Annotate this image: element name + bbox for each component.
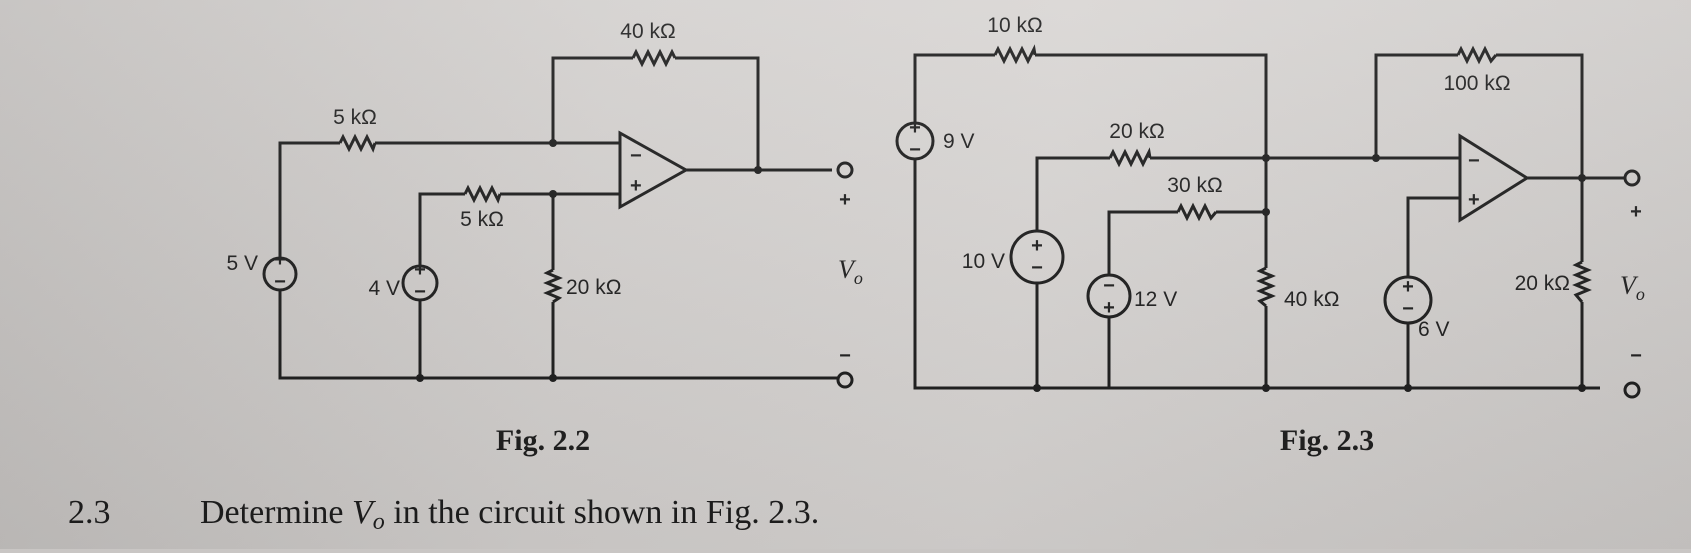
label-10k: 10 kΩ	[987, 14, 1042, 37]
voltage-source-5v: + −	[262, 249, 298, 293]
svg-text:−: −	[1402, 298, 1414, 320]
resistor-20k-load	[1572, 260, 1592, 303]
label-4v: 4 V	[368, 277, 400, 300]
label-vo: Vo	[838, 255, 863, 288]
resistor-40k	[631, 48, 677, 68]
svg-text:+: +	[839, 189, 851, 211]
voltage-source-12v: − +	[1086, 273, 1132, 319]
voltage-source-6v: + −	[1383, 275, 1433, 325]
label-40k: 40 kΩ	[620, 20, 675, 43]
label-40k: 40 kΩ	[1284, 288, 1339, 311]
output-terminal-minus	[1623, 381, 1641, 399]
svg-text:−: −	[839, 345, 851, 367]
svg-text:−: −	[274, 271, 286, 293]
figure-caption: Fig. 2.3	[1280, 424, 1374, 457]
svg-text:+: +	[909, 117, 921, 139]
svg-text:−: −	[909, 139, 921, 161]
output-terminal-plus	[1623, 169, 1641, 187]
label-5v: 5 V	[226, 252, 258, 275]
figure-2-3: + − + − − + + − − +	[895, 14, 1645, 457]
resistor-40k	[1256, 266, 1276, 308]
op-amp: − +	[1458, 133, 1530, 223]
svg-text:+: +	[274, 249, 286, 271]
svg-text:+: +	[1468, 189, 1480, 211]
label-vo: Vo	[1620, 271, 1645, 304]
output-terminal-plus	[836, 161, 854, 179]
problem-number: 2.3	[68, 494, 111, 531]
voltage-source-10v: + −	[1009, 229, 1065, 285]
label-100k: 100 kΩ	[1443, 72, 1510, 95]
label-9v: 9 V	[943, 130, 975, 153]
svg-text:+: +	[1103, 297, 1115, 319]
resistor-100k	[1456, 45, 1498, 65]
resistor-5k-top	[338, 133, 377, 153]
figure-2-2: + − + − − + + − 40 kΩ 5 kΩ 5 kΩ 20 kΩ 5 …	[226, 20, 862, 457]
voltage-source-4v: + −	[401, 259, 439, 303]
problem-statement: 2.3 Determine Vo in the circuit shown in…	[68, 494, 819, 535]
label-20k: 20 kΩ	[1109, 120, 1164, 143]
label-20k: 20 kΩ	[566, 276, 621, 299]
svg-text:+: +	[1402, 276, 1414, 298]
svg-text:−: −	[1103, 275, 1115, 297]
figure-caption: Fig. 2.2	[496, 424, 590, 457]
label-12v: 12 V	[1134, 288, 1177, 311]
svg-text:+: +	[1031, 235, 1043, 257]
label-20k-load: 20 kΩ	[1515, 272, 1570, 295]
resistor-30k	[1176, 202, 1218, 222]
label-10v: 10 V	[962, 250, 1005, 273]
problem-text: Determine Vo in the circuit shown in Fig…	[200, 494, 819, 535]
svg-text:+: +	[1630, 201, 1642, 223]
label-30k: 30 kΩ	[1167, 174, 1222, 197]
resistor-10k	[993, 44, 1037, 65]
label-5k-top: 5 kΩ	[333, 106, 377, 129]
resistor-20k	[543, 268, 563, 304]
resistor-20k	[1108, 147, 1152, 168]
svg-text:+: +	[414, 259, 426, 281]
svg-text:−: −	[1468, 150, 1480, 172]
resistor-5k-mid	[463, 184, 502, 204]
svg-text:−: −	[1031, 257, 1043, 279]
output-terminal-minus	[836, 371, 854, 389]
svg-text:−: −	[630, 145, 642, 167]
label-6v: 6 V	[1418, 318, 1450, 341]
svg-text:−: −	[1630, 345, 1642, 367]
voltage-source-9v: + −	[895, 117, 935, 161]
svg-text:+: +	[630, 175, 642, 197]
svg-text:−: −	[414, 281, 426, 303]
label-5k-mid: 5 kΩ	[460, 208, 504, 231]
op-amp: − +	[618, 130, 690, 210]
